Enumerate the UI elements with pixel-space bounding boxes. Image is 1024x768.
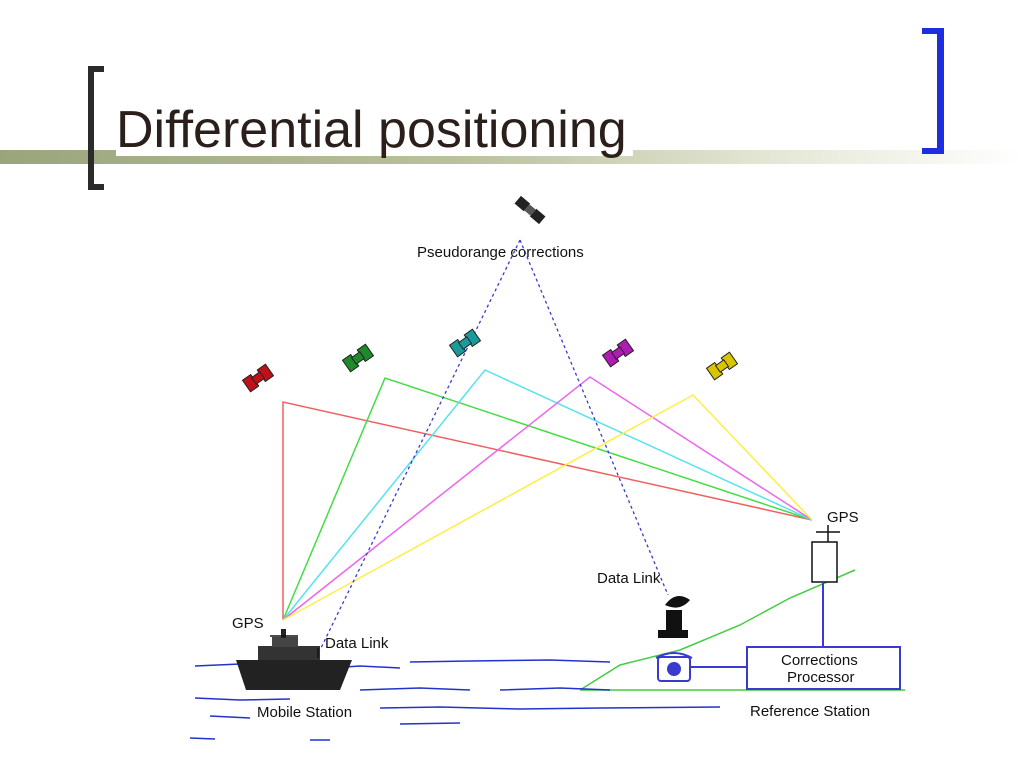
corrections-processor-label-line1: Corrections: [781, 652, 858, 669]
mobile-data-link-label: Data Link: [325, 635, 389, 652]
ranging-lines: [282, 369, 813, 621]
data-link-lines: [319, 239, 669, 651]
satellite-dish-icon: [658, 596, 690, 638]
satellite-red-icon: [242, 363, 274, 393]
satellite-cyan-icon: [449, 328, 481, 358]
mobile-station-label: Mobile Station: [257, 704, 352, 721]
ranging-line-magenta: [282, 376, 813, 621]
water-waves: [189, 659, 721, 741]
pseudorange-corrections-label: Pseudorange corrections: [417, 244, 584, 261]
right-bracket-decoration: [922, 28, 944, 154]
ranging-line-cyan: [282, 369, 813, 621]
reference-station-label: Reference Station: [750, 703, 870, 720]
telephone-icon: [655, 652, 693, 682]
satellite-green-icon: [342, 343, 374, 373]
reference-data-link-label: Data Link: [597, 570, 661, 587]
slide-title: Differential positioning: [116, 104, 633, 156]
reference-gps-label: GPS: [827, 509, 859, 526]
ship-icon: [236, 629, 352, 690]
corrections-processor-label-line2: Processor: [787, 669, 855, 686]
ranging-line-yellow: [282, 394, 813, 621]
corrections-processor-box: [690, 646, 901, 690]
corrections-satellite-icon: [514, 195, 546, 225]
mobile-gps-label: GPS: [232, 615, 264, 632]
left-bracket-decoration: [88, 66, 104, 190]
satellite-magenta-icon: [602, 338, 634, 368]
reference-gps-antenna: [811, 525, 840, 647]
ranging-line-green: [282, 377, 813, 621]
ranging-line-red: [282, 401, 813, 620]
satellite-yellow-icon: [706, 351, 738, 381]
